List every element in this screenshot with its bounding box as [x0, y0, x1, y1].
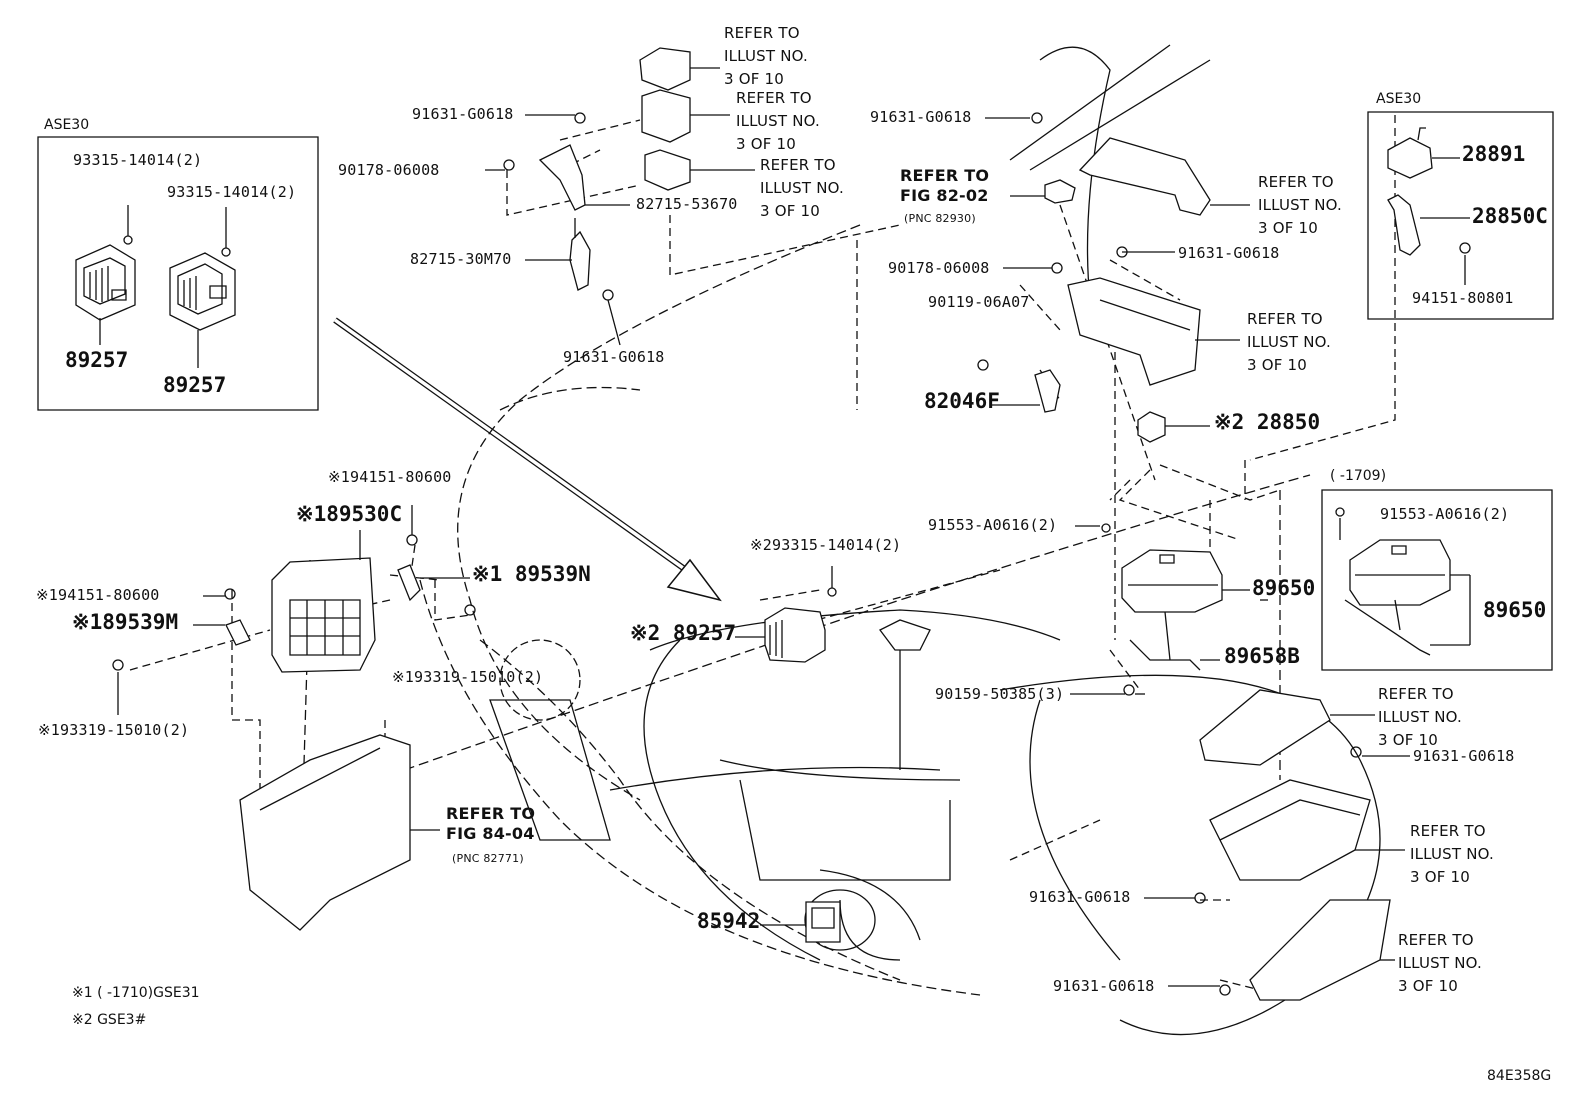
diagram-code: 84E358G [1487, 1068, 1552, 1084]
refer-illust-5: REFER TO ILLUST NO. 3 OF 10 [1247, 310, 1332, 374]
label-91553: 91553-A0616(2) [928, 516, 1058, 534]
sensor-28891 [1388, 128, 1460, 178]
refer-fig-82-02: REFER TO FIG 82-02 [900, 166, 990, 205]
label-91631-top-right: 91631-G0618 [870, 108, 972, 126]
label-94151-top: ※194151-80600 [328, 468, 452, 486]
label-93315-center: ※293315-14014(2) [750, 536, 902, 554]
refer-illust-6: REFER TO ILLUST NO. 3 OF 10 [1378, 685, 1463, 749]
label-89650: 89650 [1252, 576, 1316, 600]
label-89539n: ※1 89539N [472, 562, 591, 586]
label-90178-right: 90178-06008 [888, 259, 990, 277]
refer-illust-1: REFER TO ILLUST NO. 3 OF 10 [724, 24, 809, 88]
ase30-left-box [38, 137, 318, 410]
label-82046f: 82046F [924, 389, 1000, 413]
tray-right-lower [1195, 780, 1405, 1000]
label-93319-mid: ※193319-15010(2) [392, 668, 544, 686]
wire-89658b [1124, 612, 1220, 695]
note-2: ※2 GSE3# [72, 1012, 147, 1028]
airbag-sensor-left-a [76, 205, 135, 345]
switch-85942 [760, 902, 840, 942]
bracket-89539n [398, 505, 475, 615]
label-91553-alt: 91553-A0616(2) [1380, 505, 1510, 523]
1709-box [1322, 490, 1552, 670]
label-89539m: ※189539M [72, 610, 179, 634]
label-91631-bot1: 91631-G0618 [1029, 888, 1131, 906]
bracket-tray-right [978, 263, 1240, 412]
cover-top-right [1032, 113, 1250, 257]
label-89257-b: 89257 [163, 373, 227, 397]
refer-illust-8: REFER TO ILLUST NO. 3 OF 10 [1398, 931, 1483, 995]
bracket-82715-30m70 [570, 218, 620, 345]
label-90159: 90159-50385(3) [935, 685, 1065, 703]
airbag-sensor-left-b [170, 207, 235, 368]
label-93319-left: ※193319-15010(2) [38, 721, 190, 739]
label-94151-left: ※194151-80600 [36, 586, 160, 604]
refer-illust-7: REFER TO ILLUST NO. 3 OF 10 [1410, 822, 1495, 886]
vehicle-body-outline [300, 225, 1310, 995]
control-unit-89650 [1102, 524, 1250, 612]
label-28850c: 28850C [1472, 204, 1548, 228]
direction-arrow [335, 320, 720, 600]
label-28850: ※2 28850 [1214, 410, 1321, 434]
vehicle-body-solid [490, 45, 1380, 1035]
refer-illust-4: REFER TO ILLUST NO. 3 OF 10 [1258, 173, 1343, 237]
label-93315-b: 93315-14014(2) [167, 183, 297, 201]
note-1: ※1 ( -1710)GSE31 [72, 985, 200, 1001]
sensor-28850 [1138, 412, 1210, 442]
label-89530c: ※189530C [296, 502, 403, 526]
refer-fig-84-04-pnc: (PNC 82771) [452, 852, 524, 865]
label-91631-bot2: 91631-G0618 [1053, 977, 1155, 995]
label-90178-mid: 90178-06008 [338, 161, 440, 179]
label-91631-lower-mid: 91631-G0618 [563, 348, 665, 366]
sensor-89257-center [735, 566, 836, 662]
refer-fig-82-02-pnc: (PNC 82930) [904, 212, 976, 225]
tray-lower-left [240, 735, 440, 930]
refer-fig-84-04: REFER TO FIG 84-04 [446, 804, 536, 843]
label-89257-a: 89257 [65, 348, 129, 372]
label-89658b: 89658B [1224, 644, 1300, 668]
label-93315-a: 93315-14014(2) [73, 151, 203, 169]
label-91631-glove: 91631-G0618 [1413, 747, 1515, 765]
label-85942: 85942 [697, 909, 761, 933]
ecu-89530c [272, 530, 375, 672]
refer-illust-2: REFER TO ILLUST NO. 3 OF 10 [736, 89, 821, 153]
connector-cover-top [640, 48, 755, 190]
ase30-right-box [1368, 112, 1553, 319]
label-91631-top-mid: 91631-G0618 [412, 105, 514, 123]
label-89650-alt: 89650 [1483, 598, 1547, 622]
refer-illust-3: REFER TO ILLUST NO. 3 OF 10 [760, 156, 845, 220]
label-94151-80801: 94151-80801 [1412, 289, 1514, 307]
callout-lines [193, 115, 1220, 986]
bracket-89539m [113, 589, 250, 715]
label-90119-06a07: 90119-06A07 [928, 293, 1030, 311]
control-unit-89650-alt [1336, 508, 1470, 655]
label-89257-center: ※2 89257 [630, 621, 737, 645]
fuse-cover-right [1200, 690, 1410, 765]
bracket-82715-53670 [504, 113, 630, 210]
bracket-28850c [1388, 195, 1470, 285]
label-28891: 28891 [1462, 142, 1526, 166]
box-left-title: ASE30 [44, 117, 90, 133]
label-82715-53670: 82715-53670 [636, 195, 738, 213]
box-right-title: ASE30 [1376, 91, 1422, 107]
label-82715-30m70: 82715-30M70 [410, 250, 512, 268]
box-1709-title: ( -1709) [1330, 468, 1387, 484]
module-fig82 [1010, 180, 1075, 203]
label-91631-right: 91631-G0618 [1178, 244, 1280, 262]
